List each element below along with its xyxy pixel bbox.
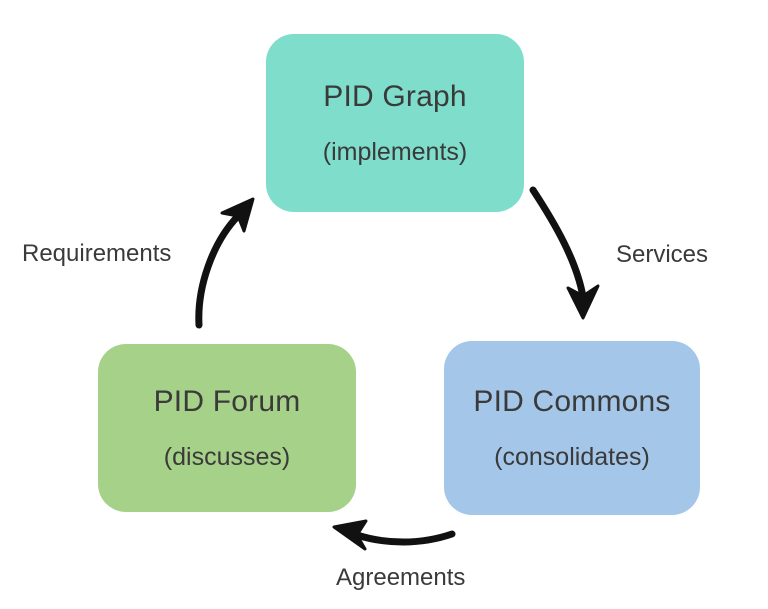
node-pid-commons[interactable]: PID Commons (consolidates)	[444, 341, 700, 515]
arrow-requirements	[195, 197, 255, 329]
node-pid-forum-subtitle: (discusses)	[163, 442, 291, 471]
edge-label-agreements: Agreements	[336, 564, 466, 591]
arrow-agreements	[332, 519, 456, 551]
edge-label-services: Services	[616, 241, 709, 268]
node-pid-graph-subtitle: (implements)	[322, 137, 468, 166]
node-pid-commons-subtitle: (consolidates)	[494, 442, 650, 471]
arrow-services	[529, 186, 600, 320]
node-pid-graph[interactable]: PID Graph (implements)	[266, 34, 524, 212]
node-pid-graph-title: PID Graph	[323, 79, 467, 113]
node-pid-forum[interactable]: PID Forum (discusses)	[98, 344, 356, 512]
node-pid-forum-title: PID Forum	[153, 384, 301, 418]
edge-label-requirements: Requirements	[22, 240, 172, 267]
node-pid-commons-title: PID Commons	[473, 384, 671, 418]
